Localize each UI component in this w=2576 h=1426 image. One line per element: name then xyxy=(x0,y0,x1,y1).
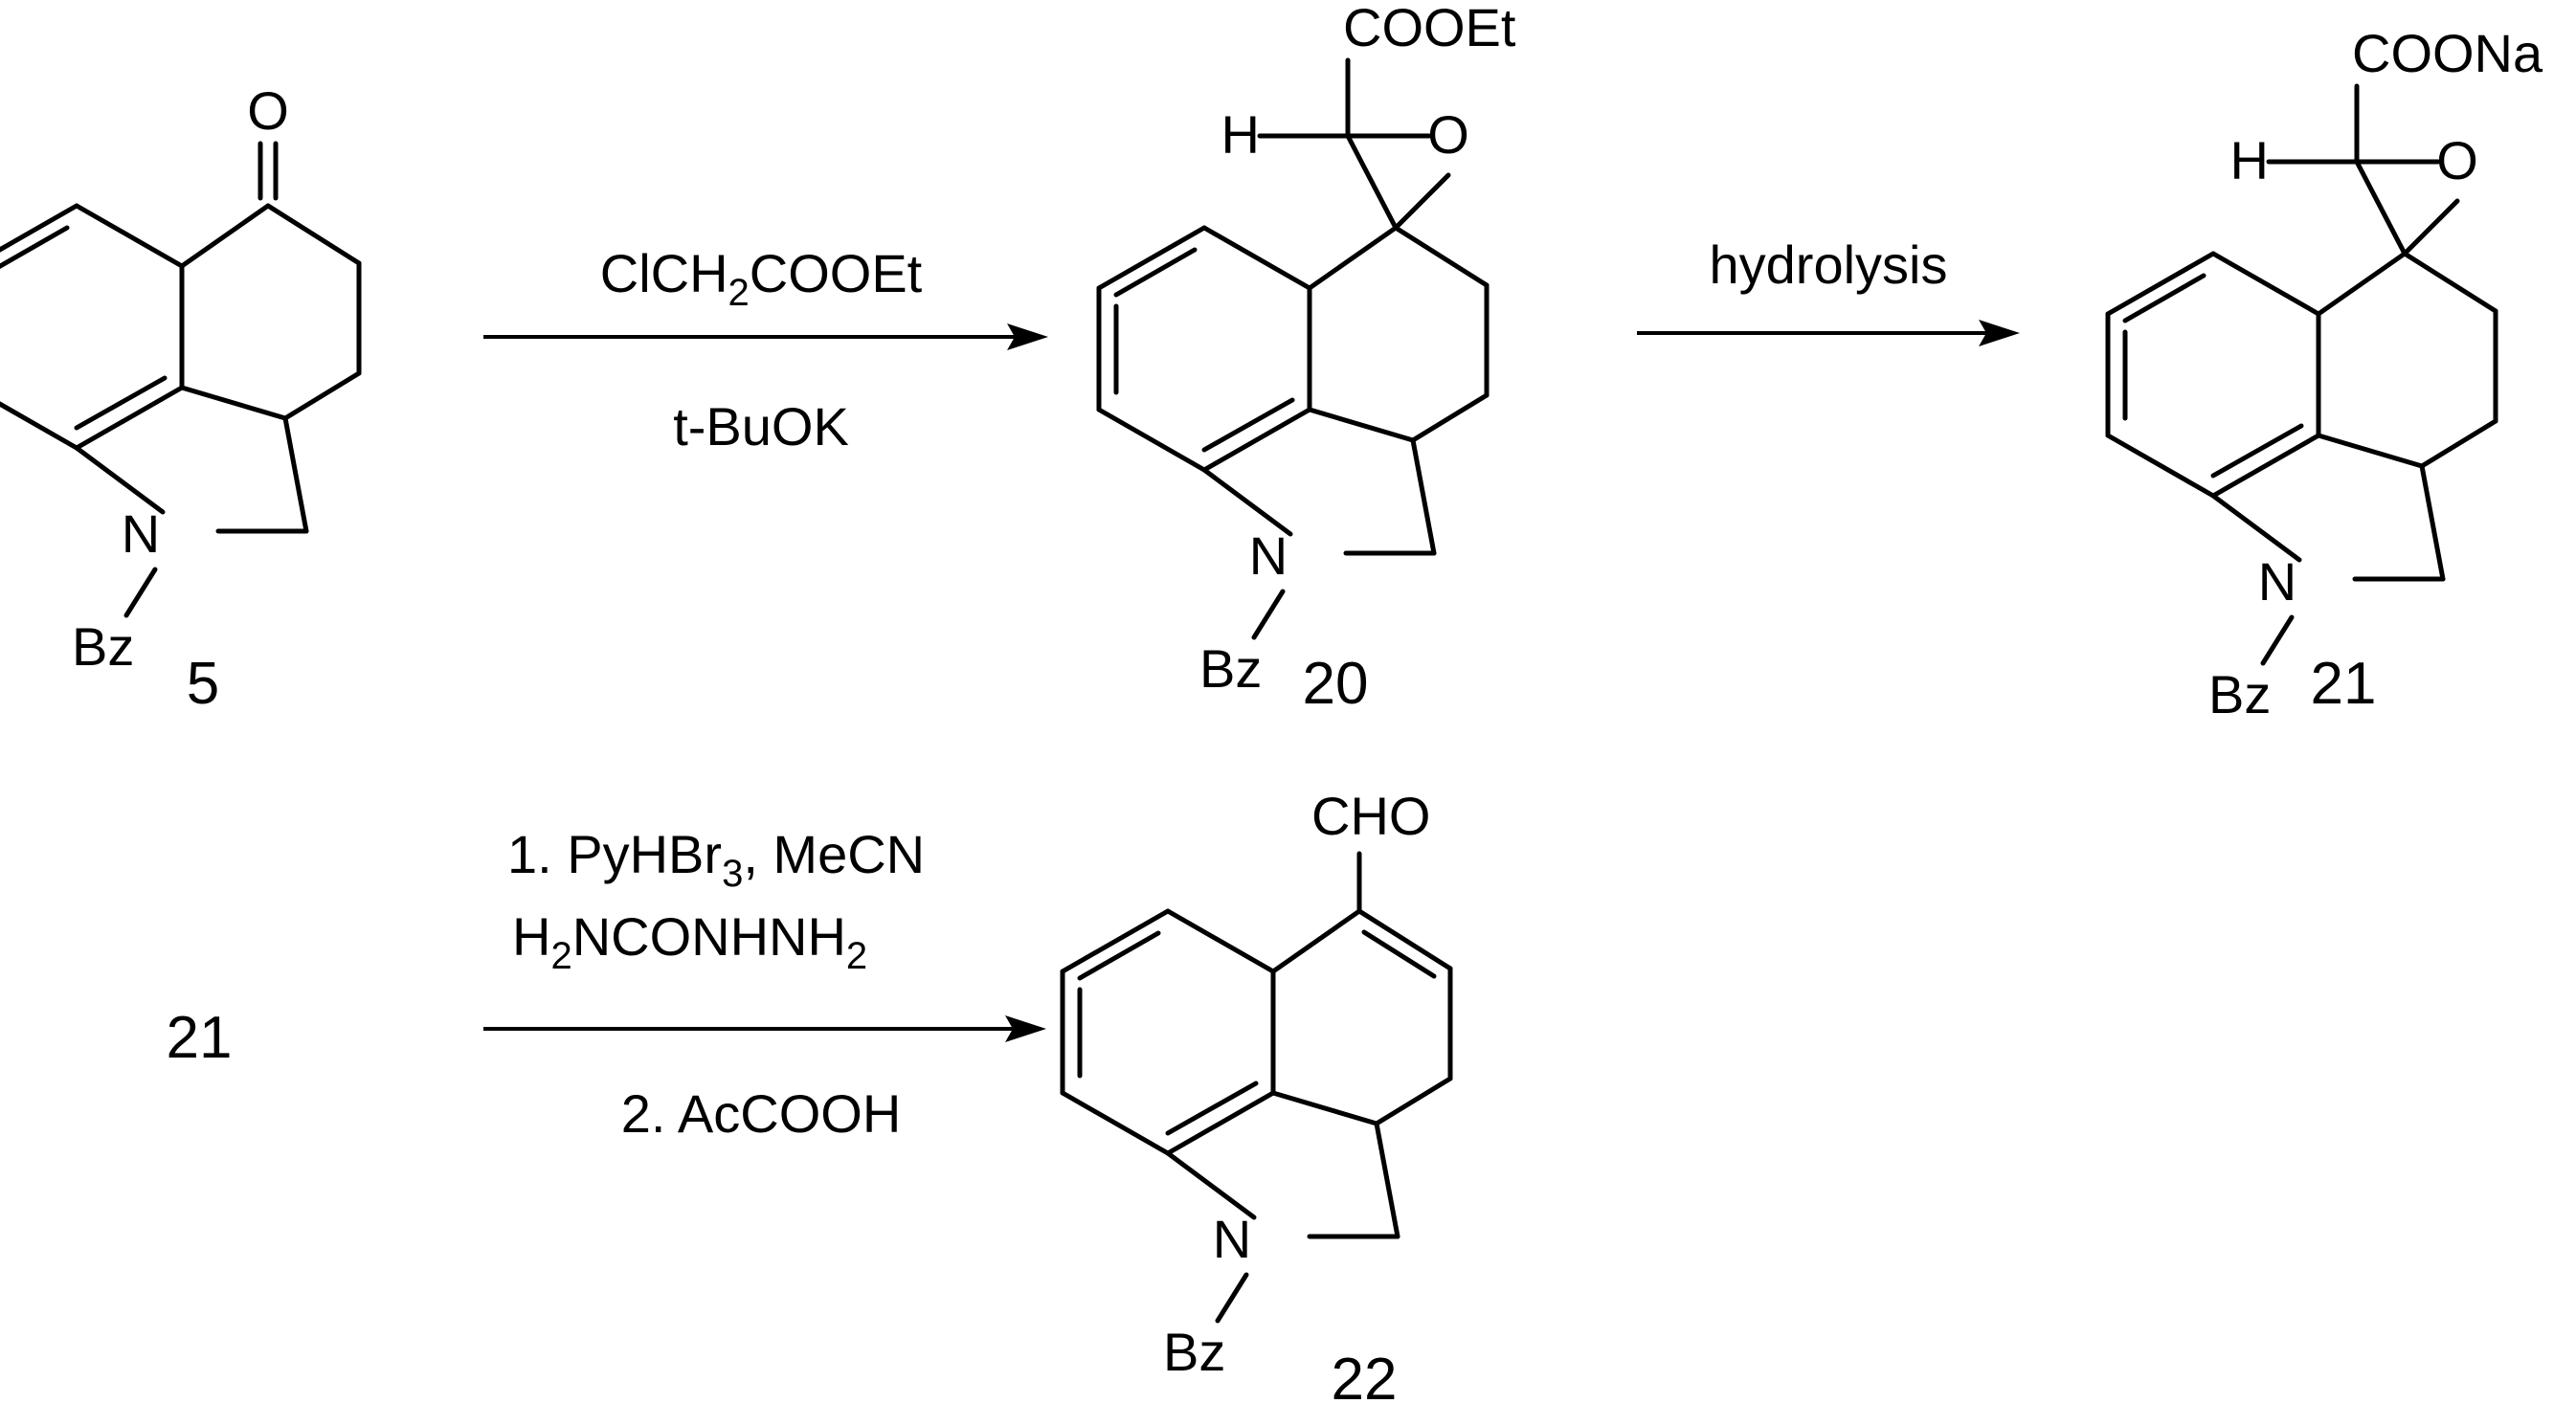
reaction-arrow-3 xyxy=(483,1015,1046,1042)
compound-label-5: 5 xyxy=(187,651,219,717)
nitrogen-atom: N xyxy=(2258,551,2296,612)
reaction-arrow-2 xyxy=(1637,320,2020,346)
nitrogen-atom: N xyxy=(1213,1209,1251,1269)
epoxide-oxygen: O xyxy=(2436,130,2478,190)
hydrogen-atom: H xyxy=(1221,104,1260,165)
compound-22: CHO N Bz xyxy=(1063,786,1450,1382)
hydrogen-atom: H xyxy=(2230,130,2269,190)
bz-group: Bz xyxy=(2208,664,2271,724)
bz-group: Bz xyxy=(1163,1322,1225,1382)
bz-group: Bz xyxy=(1199,638,1262,699)
carboxylate-group: COONa xyxy=(2352,23,2543,83)
nitrogen-atom: N xyxy=(122,503,160,564)
compound-label-21: 21 xyxy=(2311,651,2377,717)
reagent-tbuok: t-BuOK xyxy=(673,396,849,457)
compound-label-22: 22 xyxy=(1332,1347,1398,1413)
bz-group: Bz xyxy=(72,616,134,677)
ester-group: COOEt xyxy=(1343,0,1516,57)
epoxide-oxygen: O xyxy=(1427,104,1469,165)
reagent-pyhbr3-mecn: 1. PyHBr3, MeCN xyxy=(507,824,925,895)
reagent-hydrolysis: hydrolysis xyxy=(1710,234,1948,295)
reagent-semicarbazide: H2NCONHNH2 xyxy=(512,906,867,977)
nitrogen-atom: N xyxy=(1249,525,1288,586)
compound-21: COONa H O N Bz xyxy=(2108,23,2543,724)
aldehyde-group: CHO xyxy=(1311,786,1430,846)
compound-20: COOEt H O N Bz xyxy=(1099,0,1516,699)
reagent-accooh: 2. AcCOOH xyxy=(621,1083,902,1144)
carbonyl-oxygen: O xyxy=(247,80,289,141)
compound-label-20: 20 xyxy=(1303,651,1369,717)
compound-label-21-start: 21 xyxy=(167,1005,233,1071)
reaction-arrow-1 xyxy=(483,323,1048,350)
reagent-chloroacetate: ClCH2COOEt xyxy=(600,243,923,314)
compound-5: O N Bz xyxy=(0,80,359,677)
